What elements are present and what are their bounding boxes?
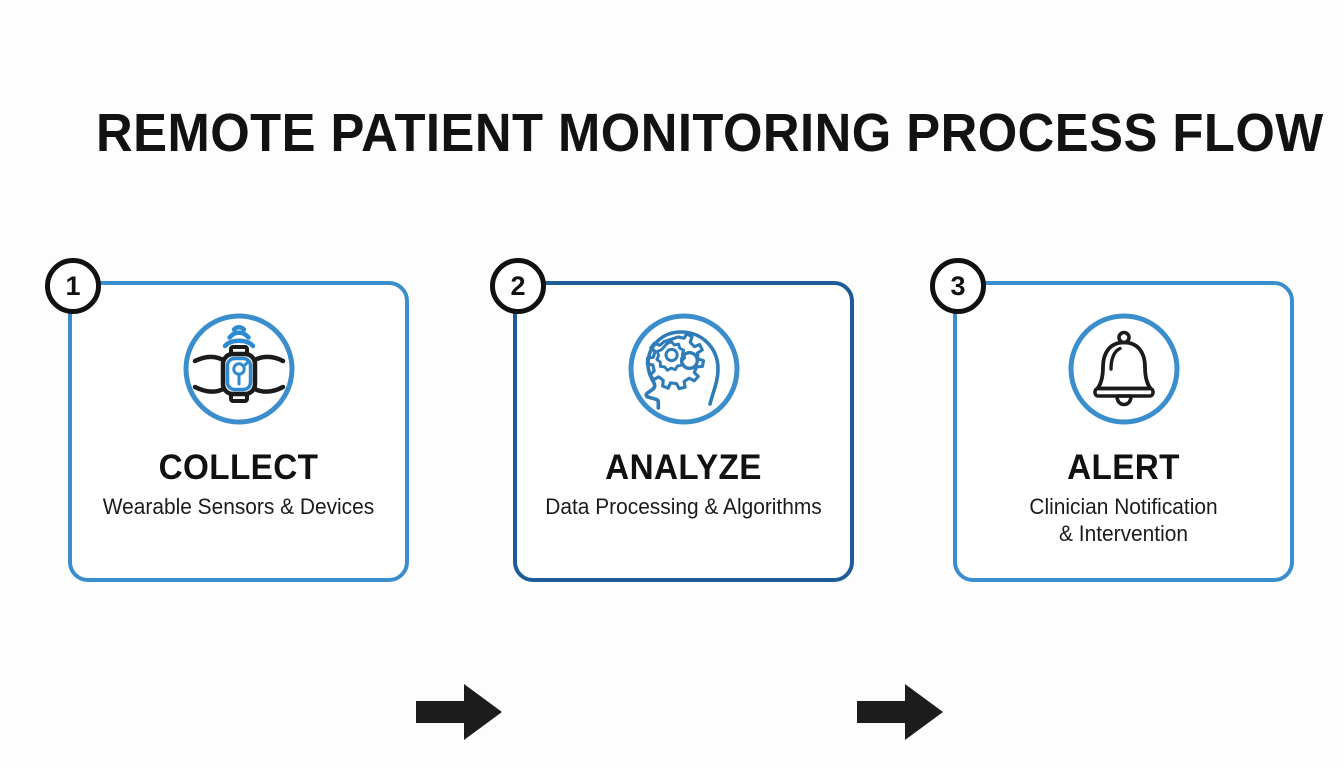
step-subtitle-collect: Wearable Sensors & Devices xyxy=(102,494,375,519)
step-heading-analyze: ANALYZE xyxy=(605,448,762,487)
step-number-badge-2: 2 xyxy=(490,258,546,314)
bell-notification-icon xyxy=(1066,311,1182,427)
step-subtitle-alert-line-1: Clinician Notification xyxy=(1029,494,1218,519)
arrow-collect-to-analyze-icon xyxy=(414,681,504,743)
step-text-analyze: ANALYZE Data Processing & Algorithms xyxy=(525,448,842,520)
step-text-alert: ALERT Clinician Notification & Intervent… xyxy=(965,448,1282,547)
step-card-collect[interactable]: 1 xyxy=(45,258,409,582)
step-subtitle-alert: Clinician Notification & Intervention xyxy=(973,493,1274,547)
head-profile-gears-icon xyxy=(626,311,742,427)
step-subtitle-analyze: Data Processing & Algorithms xyxy=(545,494,822,519)
step-number-badge-3: 3 xyxy=(930,258,986,314)
page-title: REMOTE PATIENT MONITORING PROCESS FLOW xyxy=(96,103,1324,163)
step-heading-collect: COLLECT xyxy=(158,448,319,487)
smartwatch-wearable-signal-icon xyxy=(181,311,297,427)
step-card-alert[interactable]: 3 ALERT Cli xyxy=(930,258,1294,582)
step-card-analyze[interactable]: 2 xyxy=(490,258,854,582)
step-subtitle-alert-line-2: & Intervention xyxy=(1059,521,1188,546)
arrow-analyze-to-alert-icon xyxy=(855,681,945,743)
process-flow-steps: 1 xyxy=(0,258,1344,740)
step-number-badge-1: 1 xyxy=(45,258,101,314)
step-text-collect: COLLECT Wearable Sensors & Devices xyxy=(80,448,397,520)
step-heading-alert: ALERT xyxy=(1067,448,1180,487)
